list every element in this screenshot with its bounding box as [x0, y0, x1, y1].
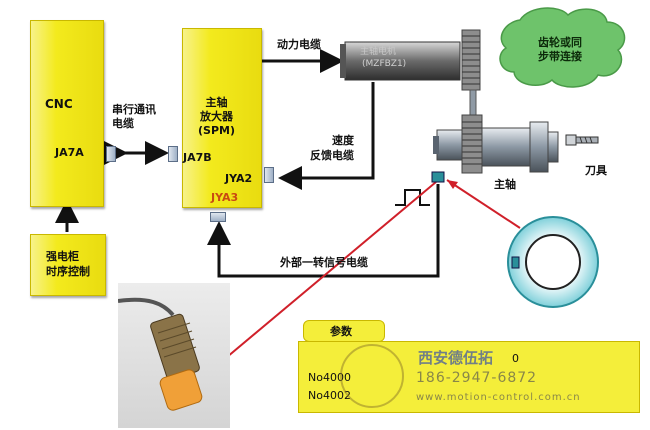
- spm-box: [182, 28, 262, 208]
- power-cabinet-box: [30, 234, 106, 296]
- watermark-company: 西安德伍拓: [418, 349, 494, 367]
- pulse-symbol: [395, 189, 430, 206]
- tool-label: 刀具: [585, 164, 607, 177]
- watermark-phone: 186-2947-6872: [416, 370, 538, 386]
- params-title: 参数: [330, 325, 352, 338]
- disc-arrow: [446, 179, 521, 229]
- watermark-logo: [340, 344, 404, 408]
- power-cabinet-label: 强电柜 时序控制: [46, 250, 90, 278]
- port-jya3: [210, 212, 226, 222]
- spm-port-ja7b-label: JA7B: [183, 151, 212, 164]
- params-tab: [303, 320, 385, 342]
- gear-cloud: [499, 7, 626, 88]
- cnc-box: [30, 20, 104, 207]
- motor-label: 主轴电机: [360, 47, 397, 57]
- spm-port-jya2-label: JYA2: [225, 172, 253, 185]
- cnc-title: CNC: [45, 97, 73, 111]
- port-ja7b: [168, 146, 178, 162]
- power-cable-label: 动力电缆: [277, 38, 321, 51]
- proximity-sensor-icon: [118, 297, 203, 411]
- proximity-sensor-target: [431, 171, 445, 183]
- port-jya2: [264, 167, 274, 183]
- external-signal-arrow: [207, 184, 440, 278]
- spm-title: 主轴 放大器 (SPM): [198, 96, 235, 137]
- serial-cable-label: 串行通讯 电缆: [112, 103, 156, 130]
- spindle-body: [481, 127, 531, 167]
- spm-port-jya3-label: JYA3: [211, 191, 239, 204]
- speed-feedback-label: 速度 反馈电缆: [310, 134, 354, 162]
- port-ja7a: [106, 146, 116, 162]
- param-value-1: 0: [512, 352, 519, 365]
- external-signal-label: 外部一转信号电缆: [280, 256, 368, 269]
- param-row-2: No4002: [308, 389, 351, 402]
- tool-icon: [565, 134, 577, 146]
- cnc-port-label: JA7A: [55, 146, 84, 159]
- gear-cloud-label: 齿轮或同 步带连接: [538, 36, 582, 63]
- spindle-label: 主轴: [494, 178, 516, 191]
- proximity-sensor-photo: [118, 283, 230, 428]
- watermark-url: www.motion-control.com.cn: [416, 392, 581, 403]
- motor-model: (MZFBZ1): [362, 59, 407, 69]
- speed-feedback-arrow: [278, 82, 375, 190]
- sensor-signal-line: [201, 181, 437, 379]
- spindle-motor: [344, 41, 461, 81]
